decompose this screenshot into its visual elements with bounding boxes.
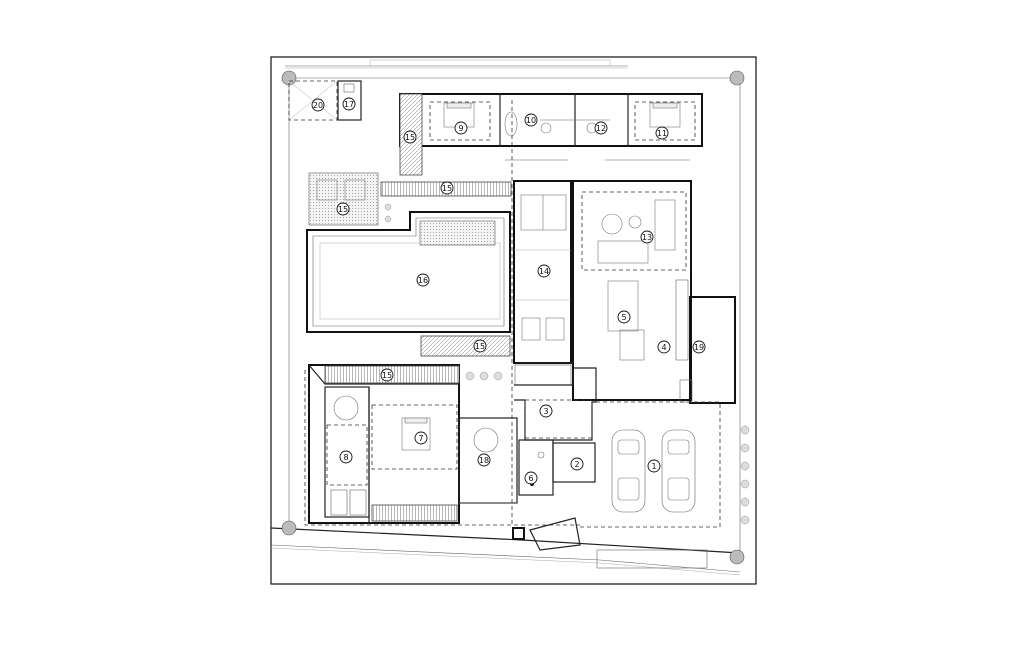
room-label-garage: 1 — [647, 459, 661, 473]
room-label-circle — [524, 471, 538, 485]
room-label-number: 2 — [574, 460, 579, 469]
room-label-number: 18 — [479, 456, 489, 465]
room-label-kitchen: 4 — [657, 340, 671, 354]
survey-markers — [281, 70, 745, 565]
room-label-entry: 3 — [539, 404, 553, 418]
room-label-number: 13 — [642, 233, 652, 242]
room-label-number: 15 — [338, 205, 348, 214]
room-label-living-room: 13 — [640, 230, 654, 244]
room-label-circle — [416, 273, 430, 287]
room-label-circle — [440, 181, 454, 195]
room-label-dining: 5 — [617, 310, 631, 324]
master-wing — [308, 364, 518, 524]
room-label-circle — [647, 459, 661, 473]
room-label-number: 10 — [526, 116, 536, 125]
room-label-circle — [657, 340, 671, 354]
room-label-number: 17 — [344, 100, 354, 109]
room-label-circle — [477, 453, 491, 467]
room-label-circle — [454, 121, 468, 135]
room-label-number: 15 — [382, 371, 392, 380]
room-label-number: 1 — [651, 462, 656, 471]
room-label-number: 15 — [442, 184, 452, 193]
deck-pool-south — [420, 335, 511, 357]
room-label-circle — [617, 310, 631, 324]
room-label-terrace-pool-south: 15 — [473, 339, 487, 353]
room-label-number: 14 — [539, 267, 549, 276]
room-label-number: 19 — [694, 343, 704, 352]
room-label-circle — [414, 431, 428, 445]
room-label-number: 11 — [657, 129, 667, 138]
room-label-circle — [473, 339, 487, 353]
room-label-number: 15 — [405, 133, 415, 142]
room-label-number: 7 — [418, 434, 423, 443]
room-label-bedroom-2: 9 — [454, 121, 468, 135]
room-label-terrace-north-west: 15 — [403, 130, 417, 144]
entry — [514, 367, 597, 441]
room-label-circle — [692, 340, 706, 354]
room-label-circle — [342, 97, 356, 111]
room-label-pergola: 15 — [336, 202, 350, 216]
room-label-number: 20 — [313, 101, 323, 110]
room-label-utility: 20 — [311, 98, 325, 112]
shrubs — [384, 203, 750, 525]
room-label-circle — [539, 404, 553, 418]
room-label-circle — [570, 457, 584, 471]
utility-blocks — [288, 80, 362, 121]
room-label-powder-room: 6 — [524, 471, 538, 485]
room-label-terrace-bedroom: 15 — [380, 368, 394, 382]
room-label-laundry: 19 — [692, 340, 706, 354]
room-label-circle — [524, 113, 538, 127]
room-label-storage: 2 — [570, 457, 584, 471]
room-label-circle — [339, 450, 353, 464]
garage — [580, 401, 721, 569]
room-label-circle — [311, 98, 325, 112]
room-label-gallery: 14 — [537, 264, 551, 278]
room-label-number: 5 — [621, 313, 626, 322]
room-label-number: 16 — [418, 276, 428, 285]
entry-path — [512, 517, 581, 551]
pool — [306, 211, 511, 333]
room-label-number: 6 — [528, 474, 533, 483]
pergola — [308, 172, 379, 226]
room-label-number: 4 — [661, 343, 666, 352]
room-label-number: 12 — [596, 124, 606, 133]
room-label-circle — [655, 126, 669, 140]
room-label-number: 8 — [343, 453, 348, 462]
room-label-terrace-north: 15 — [440, 181, 454, 195]
room-label-master-bath: 8 — [339, 450, 353, 464]
room-label-number: 3 — [543, 407, 548, 416]
room-label-bedroom-3: 11 — [655, 126, 669, 140]
room-label-study: 18 — [477, 453, 491, 467]
room-label-circle — [640, 230, 654, 244]
room-label-number: 15 — [475, 342, 485, 351]
house-outline — [304, 370, 580, 526]
room-label-number: 9 — [458, 124, 463, 133]
room-label-circle — [594, 121, 608, 135]
laundry — [679, 296, 736, 404]
room-label-circle — [380, 368, 394, 382]
room-label-circle — [403, 130, 417, 144]
room-label-bath-3: 12 — [594, 121, 608, 135]
living-block — [520, 180, 692, 401]
room-label-bath-2: 10 — [524, 113, 538, 127]
room-label-master-bedroom: 7 — [414, 431, 428, 445]
room-label-circle — [336, 202, 350, 216]
room-label-service: 17 — [342, 97, 356, 111]
room-label-circle — [537, 264, 551, 278]
room-label-pool: 16 — [416, 273, 430, 287]
